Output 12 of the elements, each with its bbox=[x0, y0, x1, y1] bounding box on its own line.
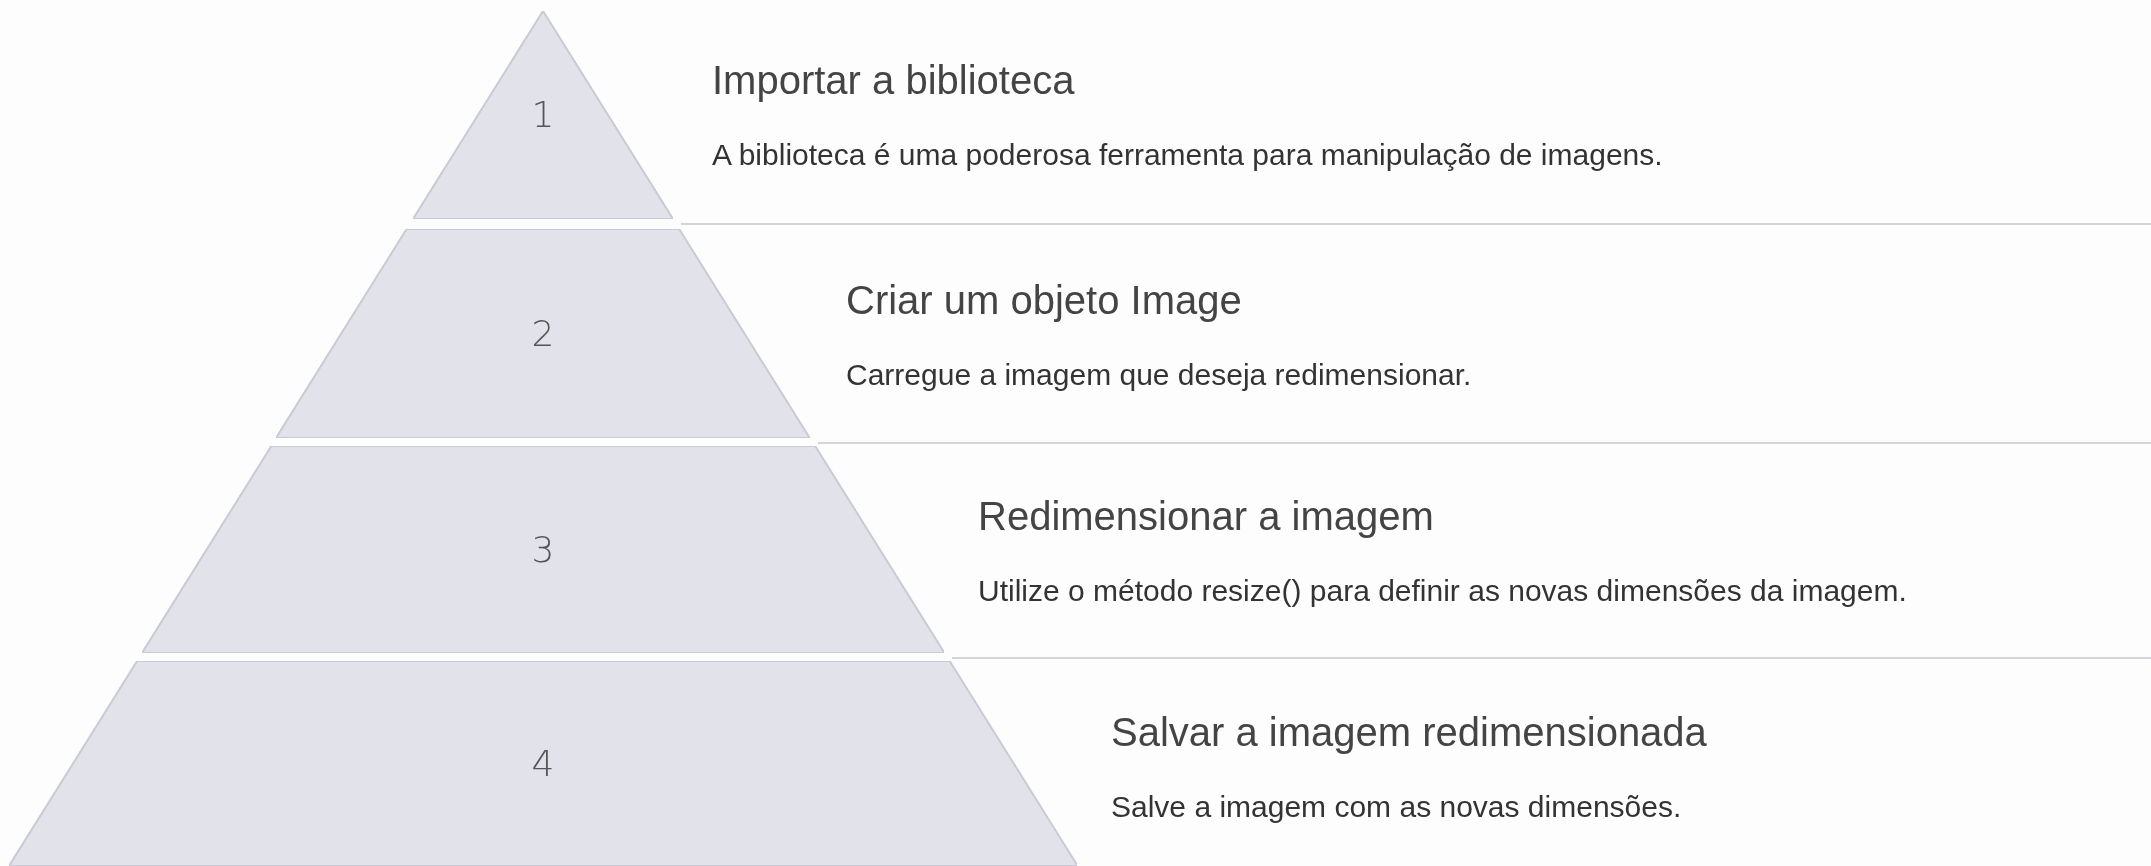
step-number: 2 bbox=[531, 311, 555, 356]
step-description: Utilize o método resize() para definir as novas dimensões da imagem. bbox=[978, 573, 1907, 609]
step-number: 1 bbox=[531, 93, 555, 137]
step-description: Carregue a imagem que deseja redimensionar. bbox=[846, 357, 1472, 393]
step-title: Importar a biblioteca bbox=[712, 57, 1076, 104]
step-title: Redimensionar a imagem bbox=[978, 493, 1435, 540]
step-description: A biblioteca é uma poderosa ferramenta para manipulação de imagens. bbox=[712, 137, 1663, 173]
step-title: Salvar a imagem redimensionada bbox=[1111, 709, 1707, 756]
step-number: 3 bbox=[531, 527, 555, 572]
step-number: 4 bbox=[531, 741, 555, 786]
step-title: Criar um objeto Image bbox=[846, 277, 1243, 324]
step-description: Salve a imagem com as novas dimensões. bbox=[1111, 789, 1683, 825]
